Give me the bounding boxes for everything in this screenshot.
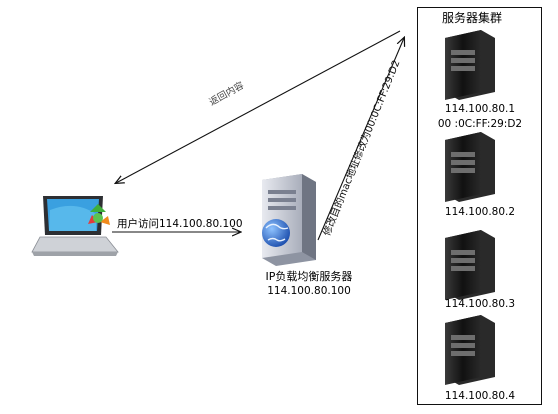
server-icon [445,132,495,202]
server-cluster-box [417,7,542,405]
server-icon [445,30,495,100]
server-mac-label: 00 :0C:FF:29:D2 [437,118,523,130]
server-icon [445,315,495,385]
forward-arrow [317,38,404,241]
server-ip-label: 114.100.80.2 [444,206,516,218]
server-ip-label: 114.100.80.4 [444,390,516,402]
server-icon [445,230,495,300]
server-ip-label: 114.100.80.3 [444,298,516,310]
cluster-title: 服务器集群 [442,11,503,25]
server-ip-label: 114.100.80.1 [444,103,516,115]
globe-icon [262,219,290,247]
user-access-label: 用户访问114.100.80.100 [117,218,243,230]
laptop-icon [31,196,119,256]
load-balancer-name: IP负载均衡服务器 [265,270,353,283]
load-balancer-ip: 114.100.80.100 [267,285,351,297]
recycle-icon [88,204,110,225]
return-arrow [116,30,401,183]
